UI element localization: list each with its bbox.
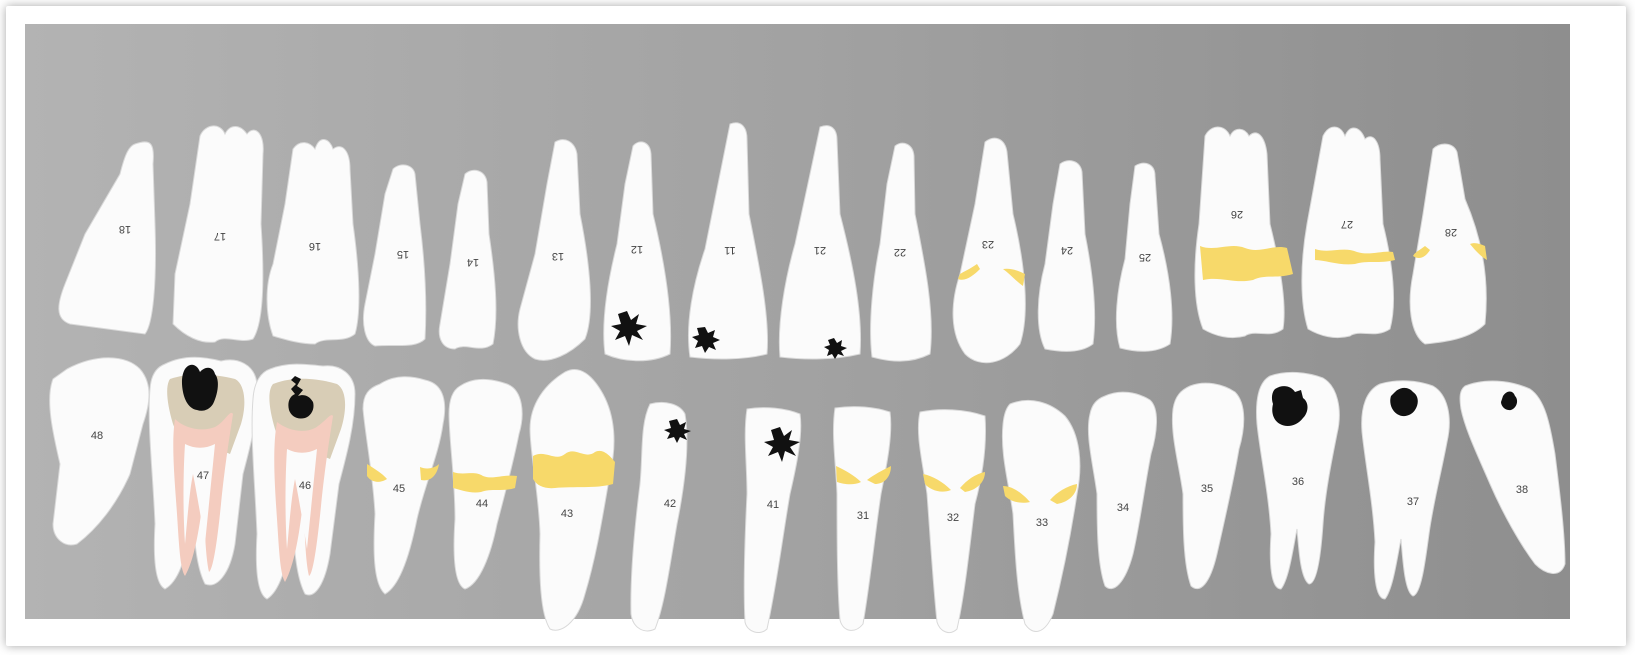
tooth-number: 27 xyxy=(1341,218,1353,230)
tooth-number: 35 xyxy=(1201,483,1213,495)
tooth-number: 13 xyxy=(552,250,564,262)
tooth-number: 42 xyxy=(664,498,676,510)
tooth-number: 48 xyxy=(91,430,103,442)
dental-chart-canvas: 18 17 16 15 14 13 xyxy=(25,24,1625,644)
tooth-number: 32 xyxy=(947,512,959,524)
tooth-number: 37 xyxy=(1407,496,1419,508)
tooth-number: 38 xyxy=(1516,484,1528,496)
dental-chart-photo: 18 17 16 15 14 13 xyxy=(25,24,1625,644)
tooth-number: 21 xyxy=(814,244,826,256)
tooth-number: 36 xyxy=(1292,476,1304,488)
tooth-number: 28 xyxy=(1445,226,1457,238)
tooth-number: 47 xyxy=(197,470,209,482)
tooth-number: 44 xyxy=(476,498,488,510)
tooth-number: 41 xyxy=(767,499,779,511)
tooth-number: 17 xyxy=(214,230,226,242)
photo-frame: 18 17 16 15 14 13 xyxy=(6,6,1626,646)
tooth-number: 46 xyxy=(299,480,311,492)
tooth-number: 18 xyxy=(119,223,131,235)
tooth-number: 11 xyxy=(724,244,735,256)
tooth-number: 15 xyxy=(397,248,409,260)
tooth-number: 22 xyxy=(894,246,906,258)
tooth-number: 33 xyxy=(1036,517,1048,529)
tooth-number: 31 xyxy=(857,510,869,522)
tooth-number: 26 xyxy=(1231,208,1243,220)
tooth-number: 14 xyxy=(467,256,479,268)
tooth-number: 12 xyxy=(631,243,643,255)
tooth-number: 45 xyxy=(393,483,405,495)
filling-26 xyxy=(1200,246,1293,281)
tooth-number: 25 xyxy=(1139,251,1151,263)
tooth-number: 23 xyxy=(982,238,994,250)
filling-43 xyxy=(533,451,615,488)
tooth-number: 34 xyxy=(1117,502,1129,514)
tooth-number: 43 xyxy=(561,508,573,520)
tooth-number: 24 xyxy=(1061,244,1073,256)
tooth-number: 16 xyxy=(309,240,321,252)
